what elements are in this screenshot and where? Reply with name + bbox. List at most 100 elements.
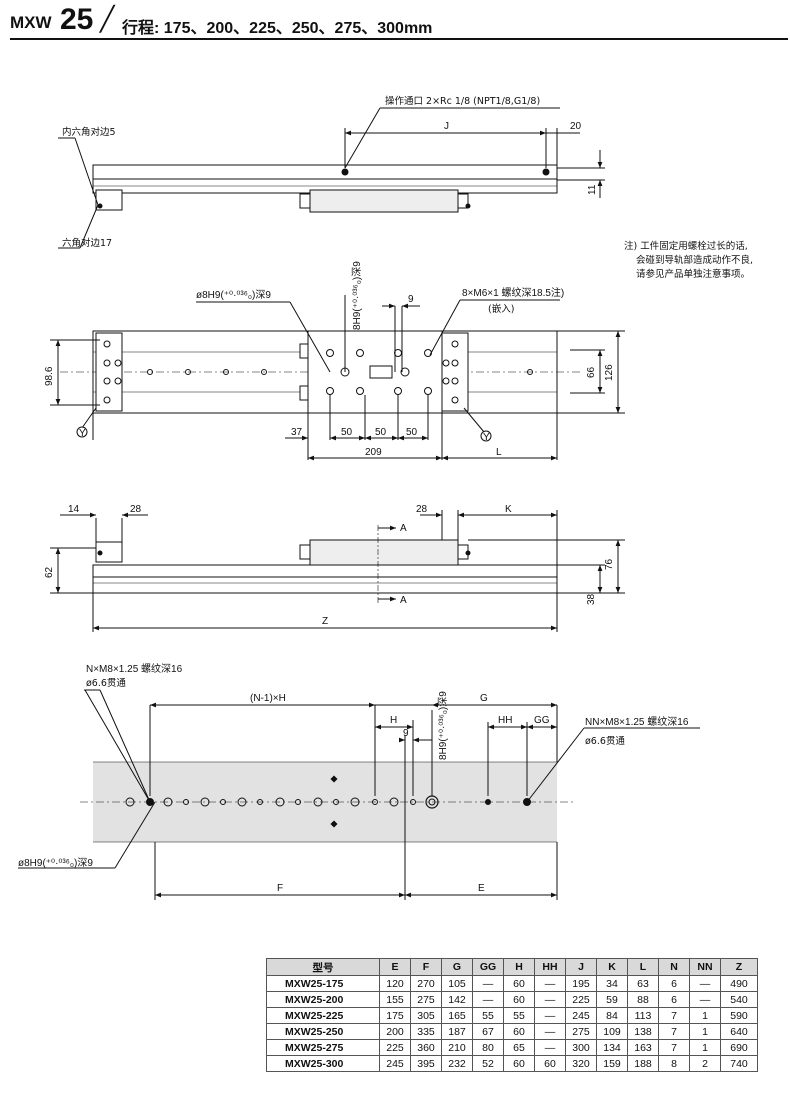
dim-98-6: 98.6 [44, 366, 55, 386]
pin-hole-vertical-label: 8H9(⁺⁰·⁰³⁶₀)深9 [351, 261, 363, 330]
col-z: Z [720, 958, 758, 976]
value-cell: 67 [472, 1023, 504, 1040]
value-cell: 740 [720, 1055, 758, 1072]
value-cell: 60 [503, 991, 535, 1008]
value-cell: 690 [720, 1039, 758, 1056]
value-cell: — [689, 991, 721, 1008]
value-cell: 65 [503, 1039, 535, 1056]
hex-nut-label: 六角对边17 [62, 237, 112, 249]
dim-209: 209 [365, 447, 382, 458]
dim-f: F [277, 883, 283, 894]
section-a-bottom: A [400, 595, 407, 606]
view-y-marker-left [76, 426, 88, 438]
value-cell: 60 [503, 975, 535, 992]
dim-20: 20 [570, 121, 582, 132]
note-line-1: 注) 工件固定用螺栓过长的话, [624, 241, 748, 252]
dim-l: L [496, 447, 502, 458]
caution-note: 注) 工件固定用螺栓过长的话, 会碰到导轨部造成动作不良, 请参见产品单独注意事… [624, 240, 753, 282]
value-cell: 188 [627, 1055, 659, 1072]
dim-66: 66 [586, 366, 597, 378]
value-cell: 113 [627, 1007, 659, 1024]
rail-bottom-view [18, 689, 700, 900]
dim-38: 38 [586, 593, 597, 605]
value-cell: 109 [596, 1023, 628, 1040]
value-cell: 1 [689, 1039, 721, 1056]
dim-z: Z [322, 616, 328, 627]
value-cell: 7 [658, 1023, 690, 1040]
value-cell: 320 [565, 1055, 597, 1072]
dim-28-b: 28 [416, 504, 428, 515]
value-cell: 232 [441, 1055, 473, 1072]
value-cell: 225 [379, 1039, 411, 1056]
value-cell: 245 [565, 1007, 597, 1024]
model-cell: MXW25-275 [266, 1039, 380, 1056]
pin-hole-label-top: ø8H9(⁺⁰·⁰³⁶₀)深9 [196, 289, 271, 301]
cylinder-body-2 [309, 539, 459, 566]
dim-9-bottom: 9 [403, 728, 409, 739]
value-cell: 360 [410, 1039, 442, 1056]
value-cell: 245 [379, 1055, 411, 1072]
value-cell: 142 [441, 991, 473, 1008]
nn-through-label: ø6.6贯通 [585, 736, 625, 747]
value-cell: 200 [379, 1023, 411, 1040]
view-y-right: Y [483, 432, 490, 443]
value-cell: 335 [410, 1023, 442, 1040]
n-thread-label: N×M8×1.25 螺纹深16 [86, 662, 183, 675]
dim-g: G [480, 693, 488, 704]
model-size: 25 [60, 3, 94, 36]
value-cell: 210 [441, 1039, 473, 1056]
value-cell: 640 [720, 1023, 758, 1040]
value-cell: 8 [658, 1055, 690, 1072]
value-cell: 88 [627, 991, 659, 1008]
dim-11: 11 [587, 184, 598, 195]
dim-126: 126 [604, 364, 615, 381]
pin-hole-label-bottom: ø8H9(⁺⁰·⁰³⁶₀)深9 [18, 857, 93, 869]
value-cell: 52 [472, 1055, 504, 1072]
value-cell: 225 [565, 991, 597, 1008]
value-cell: 540 [720, 991, 758, 1008]
col-g: G [441, 958, 473, 976]
side-view-top [58, 107, 605, 249]
value-cell: 1 [689, 1023, 721, 1040]
value-cell: 300 [565, 1039, 597, 1056]
value-cell: — [534, 1039, 566, 1056]
header-slash: ╱ [100, 6, 115, 33]
col-h: H [503, 958, 535, 976]
value-cell: 59 [596, 991, 628, 1008]
value-cell: 84 [596, 1007, 628, 1024]
value-cell: 175 [379, 1007, 411, 1024]
value-cell: 159 [596, 1055, 628, 1072]
value-cell: 195 [565, 975, 597, 992]
col-e: E [379, 958, 411, 976]
value-cell: — [472, 975, 504, 992]
value-cell: 490 [720, 975, 758, 992]
model-cell: MXW25-250 [266, 1023, 380, 1040]
value-cell: 105 [441, 975, 473, 992]
insert-label: (嵌入) [488, 303, 514, 315]
dim-gg: GG [534, 715, 550, 726]
value-cell: 165 [441, 1007, 473, 1024]
port-label: 操作通口 2×Rc 1/8 (NPT1/8,G1/8) [385, 95, 540, 107]
col-l: L [627, 958, 659, 976]
hex-socket-label: 内六角对边5 [62, 126, 116, 138]
dim-k: K [505, 504, 512, 515]
value-cell: 60 [534, 1055, 566, 1072]
rail-body-2 [92, 564, 558, 594]
dim-50-b: 50 [375, 427, 387, 438]
value-cell: 7 [658, 1039, 690, 1056]
value-cell: — [472, 991, 504, 1008]
dim-h: H [390, 715, 397, 726]
value-cell: 2 [689, 1055, 721, 1072]
model-series: MXW [10, 13, 52, 32]
end-block-right [441, 332, 469, 412]
value-cell: 163 [627, 1039, 659, 1056]
dim-50-c: 50 [406, 427, 418, 438]
value-cell: 34 [596, 975, 628, 992]
dim-14: 14 [68, 504, 80, 515]
